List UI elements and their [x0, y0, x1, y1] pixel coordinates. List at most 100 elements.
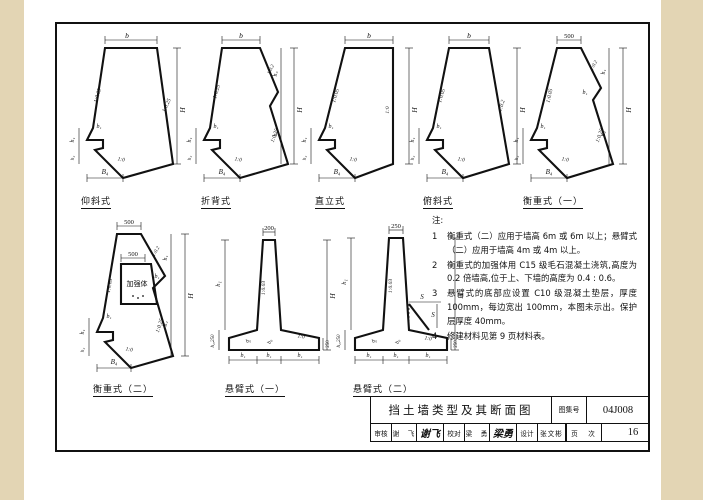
slope-stem: 1:0.03: [388, 279, 394, 293]
sig-mark-reviewer: 谢飞: [417, 424, 444, 441]
dim-250: 250: [454, 340, 459, 348]
dim-b: b: [239, 31, 243, 40]
page-edge-right: [661, 0, 703, 500]
slope-base: 1:0: [297, 334, 305, 341]
slope-base: 1:0: [125, 346, 134, 353]
slope-left: 1:0.05: [93, 88, 103, 104]
sig-name-designer: 张文彬: [538, 424, 566, 441]
slope-base: 1:0: [424, 336, 432, 343]
note-item: 3 悬臂式的底部应设置 C10 级混凝土垫层，厚度 100mm，每边宽出 100…: [432, 287, 637, 329]
dim-H: H: [186, 293, 195, 300]
dim-b0-left: b₀: [245, 337, 252, 345]
sig-mark-designer: 张文彬: [566, 424, 567, 441]
dim-b1: b₁: [96, 124, 101, 130]
dim-h1: h₁: [70, 137, 76, 142]
drawing-sheet: b H B₄ h₁ h₂ b₁ 1:0.05 1:0.25 1:0 仰斜式: [55, 22, 650, 452]
slope-upper-right: 1:0.2: [267, 64, 276, 76]
slope-left: 1:0.05: [437, 88, 447, 104]
dim-h1: h₁: [410, 137, 416, 142]
dim-h3: h₃: [273, 71, 279, 76]
dim-b2: b₁: [393, 353, 398, 359]
figure-hengzhong2: 500 500 加强体 H h₁ h₂ B₄ h₁ h₂ b₁ b₁ 1:0.0…: [80, 219, 195, 372]
dim-b0-left: b₀: [371, 337, 378, 345]
note-number: 4: [432, 330, 438, 341]
dim-h2: h₂: [302, 156, 308, 161]
dim-b1: b₁: [240, 353, 245, 359]
dim-h1b: h₁: [187, 137, 193, 142]
slope-left: 1:0.05: [106, 278, 114, 293]
dim-h1: h₁: [163, 255, 169, 260]
dim-b: b: [467, 31, 471, 40]
dim-b0-right: b₀: [266, 338, 273, 345]
sig-role-designer: 设计: [517, 424, 538, 441]
dim-h2b: h₂: [80, 348, 86, 353]
slope-right: 1:0.2: [497, 99, 506, 112]
sig-mark-checker: 梁勇: [490, 424, 517, 441]
sig-name-checker: 梁 勇: [465, 424, 490, 441]
figure-xuanbi2: 250 H h₁ h₂,250 250 b₁ b₁ b₁ b₀ b₀ S S 1…: [337, 223, 465, 364]
figure-zhili: b H B₄ h₁ h₂ b₁ 1:0.05 1:0 1:0: [302, 31, 419, 182]
dim-h2: h₂: [163, 321, 169, 326]
dim-b1: b₁: [366, 353, 371, 359]
slope-base: 1:0: [457, 156, 466, 163]
drawing-area: b H B₄ h₁ h₂ b₁ 1:0.05 1:0.25 1:0 仰斜式: [57, 24, 652, 454]
drawing-title: 挡土墙类型及其断面图: [388, 403, 534, 417]
dim-b1: b₁: [540, 124, 545, 130]
figure-fuxie: b H B₄ h₁ h₂ b₁ 1:0.05 1:0.2 1:0: [410, 31, 527, 182]
dim-h1: h₁: [601, 69, 607, 74]
sig-name-reviewer: 谢 飞: [392, 424, 417, 441]
figure-xuanbi1: 200 H h₁ h₂,250 250 b₁ b₁ b₁ b₀ b₀ 1:0.0…: [211, 225, 337, 364]
dim-b1: b₁: [213, 124, 218, 130]
notes-block: 注: 1 衡重式（二）应用于墙高 6m 或 6m 以上；悬臂式（二）应用于墙高 …: [432, 214, 637, 345]
slope-right: 1:0.25: [161, 98, 172, 114]
dim-h2: h₂: [187, 156, 193, 161]
slope-lower-right: 1:0.25: [270, 128, 281, 144]
dim-b1c: b₁: [154, 274, 159, 280]
dim-b1c: b₁: [582, 90, 587, 96]
dim-b1: b₁: [436, 124, 441, 130]
slope-base: 1:0: [561, 156, 570, 163]
dim-H: H: [295, 107, 304, 114]
slope-upper-right: 1:0.2: [590, 60, 600, 72]
dim-H: H: [624, 107, 633, 114]
dim-250: 250: [326, 340, 331, 348]
slope-base: 1:0: [234, 156, 243, 163]
note-text: 悬臂式的底部应设置 C10 级混凝土垫层，厚度 100mm，每边宽出 100mm…: [447, 288, 637, 327]
title-block-signature-row: 审核 谢 飞 谢飞 校对 梁 勇 梁勇 设计 张文彬 张文彬 页 次 16: [371, 424, 649, 441]
figure-caption-zhebei: 折背式: [201, 194, 232, 209]
note-text: 衡重式的加强体用 C15 级毛石混凝土浇筑,高度为 0.2 倍墙高,位于上、下墙…: [447, 259, 637, 284]
dim-B4: B₄: [546, 168, 553, 176]
figure-caption-yangxie: 仰斜式: [81, 194, 112, 209]
dim-B4: B₄: [219, 168, 226, 176]
dim-h1b: h₁: [80, 329, 86, 334]
slope-base: 1:0: [117, 156, 126, 163]
figure-caption-hengzhong1: 衡重式（一）: [523, 194, 584, 209]
figure-caption-xuanbi2: 悬臂式（二）: [353, 382, 414, 397]
dim-b: b: [367, 31, 371, 40]
dim-B4: B₄: [334, 168, 341, 176]
dim-S-horizontal: S: [420, 293, 424, 301]
note-text: 修建材料见第 9 页材料表。: [447, 330, 550, 341]
dim-b2: b₁: [266, 353, 271, 359]
slope-right: 1:0: [385, 106, 391, 114]
dim-h1: h₁: [341, 279, 348, 285]
figure-yangxie: b H B₄ h₁ h₂ b₁ 1:0.05 1:0.25 1:0: [70, 31, 187, 182]
figure-hengzhong1: 500 H h₁ h₂ B₄ h₁ h₂ b₁ b₁ 1:0.05 1:0.2 …: [514, 33, 633, 182]
dim-h1: h₁: [215, 281, 222, 287]
slope-left: 1:0.05: [546, 88, 555, 103]
figure-caption-fuxie: 俯斜式: [423, 194, 454, 209]
page-edge-left: [0, 0, 24, 500]
dim-H: H: [328, 293, 337, 300]
dim-H: H: [178, 107, 187, 114]
sig-role-checker: 校对: [444, 424, 465, 441]
slope-stem: 1:0.03: [261, 281, 267, 295]
note-number: 1: [432, 230, 438, 241]
dim-h2: h₂: [410, 156, 416, 161]
dim-b: b: [125, 31, 129, 40]
dim-b0-right: b₀: [394, 338, 401, 345]
title-block-top-row: 挡土墙类型及其断面图 图集号 04J008: [371, 397, 649, 424]
note-number: 3: [432, 288, 438, 299]
figure-zhebei: b H h₃ h₁ B₄ h₁ h₂ b₁ 1:0.25 1:0.2 1:0.2…: [187, 31, 304, 182]
figure-caption-xuanbi1: 悬臂式（一）: [225, 382, 286, 397]
dim-H: H: [456, 293, 465, 300]
